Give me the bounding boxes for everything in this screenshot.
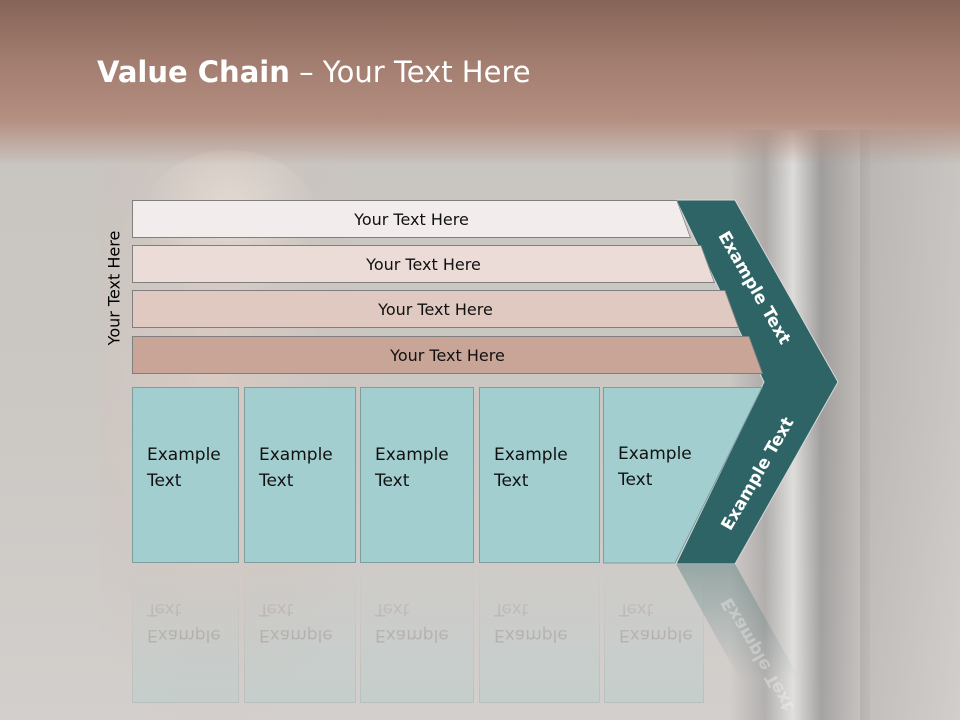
support-row-2-label: Your Text Here xyxy=(366,254,481,274)
support-row-4-label: Your Text Here xyxy=(390,345,505,365)
support-row-1-outline-shape xyxy=(132,200,691,238)
support-row-2: Your Text Here xyxy=(132,245,715,283)
primary-activity-1-label: Example Text xyxy=(147,445,221,491)
primary-activity-5-label: Example Text xyxy=(618,444,692,490)
slide-title: Value Chain – Your Text Here xyxy=(97,55,531,89)
support-row-4-outline-shape xyxy=(132,336,763,374)
reflection-box-4-label: Example Text xyxy=(494,599,568,645)
support-row-1-label: Your Text Here xyxy=(354,209,469,229)
background-shadow xyxy=(860,130,960,720)
primary-activities-reflection: Example Text Example Text Example Text E… xyxy=(0,563,960,703)
primary-activity-5-shape xyxy=(603,387,763,564)
support-row-3-outline xyxy=(132,290,739,328)
primary-activity-4-label: Example Text xyxy=(494,445,568,491)
support-row-4-outline xyxy=(132,336,763,374)
primary-activity-2-label: Example Text xyxy=(259,445,333,491)
support-row-3-label: Your Text Here xyxy=(378,299,493,319)
reflection-box-2-label: Example Text xyxy=(259,599,333,645)
primary-activity-5: Example Text xyxy=(604,387,704,563)
reflection-box-2: Example Text xyxy=(244,563,356,703)
support-row-3: Your Text Here xyxy=(132,290,739,328)
reflection-box-5-label: Example Text xyxy=(619,599,693,645)
primary-activity-2: Example Text xyxy=(244,387,356,563)
header-band xyxy=(0,0,960,165)
reflection-box-4: Example Text xyxy=(479,563,600,703)
margin-chevron-reflection xyxy=(676,564,800,680)
reflection-box-1-label: Example Text xyxy=(147,599,221,645)
reflection-box-3: Example Text xyxy=(360,563,474,703)
support-row-2-outline xyxy=(132,245,715,283)
reflection-box-5: Example Text xyxy=(604,563,704,703)
support-row-1: Your Text Here xyxy=(132,200,691,238)
support-row-4: Your Text Here xyxy=(132,336,763,374)
primary-activity-4: Example Text xyxy=(479,387,600,563)
primary-activity-3: Example Text xyxy=(360,387,474,563)
reflection-box-3-label: Example Text xyxy=(375,599,449,645)
support-row-3-outline-shape xyxy=(132,290,739,328)
primary-activity-3-label: Example Text xyxy=(375,445,449,491)
title-rest: – Your Text Here xyxy=(289,55,531,89)
support-row-2-outline-shape xyxy=(132,245,715,283)
primary-activity-1: Example Text xyxy=(132,387,239,563)
reflection-box-1: Example Text xyxy=(132,563,239,703)
title-bold: Value Chain xyxy=(97,55,290,89)
support-row-1-outline xyxy=(132,200,691,238)
